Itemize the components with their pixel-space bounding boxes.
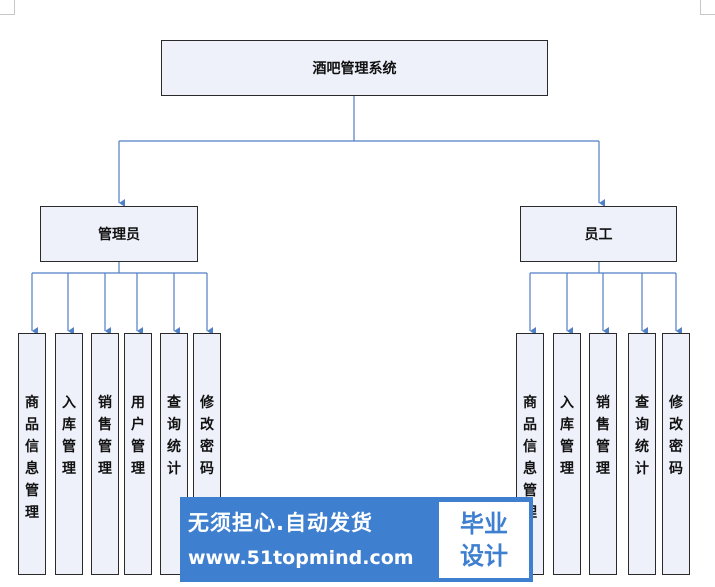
module-node-label: 销售管理	[596, 395, 610, 477]
module-node: 入库管理	[55, 333, 83, 575]
role-node-staff: 员工	[520, 206, 677, 262]
role-node-staff-label: 员工	[584, 227, 613, 243]
watermark-slogan: 无须担心.自动发货	[188, 510, 373, 535]
watermark-text-block: 无须担心.自动发货 www.51topmind.com	[180, 507, 439, 573]
module-node-label: 修改密码	[200, 395, 214, 477]
module-node-label: 入库管理	[62, 395, 76, 477]
root-node: 酒吧管理系统	[161, 40, 548, 96]
root-node-label: 酒吧管理系统	[312, 61, 397, 77]
module-node-label: 用户管理	[131, 395, 145, 477]
module-node: 销售管理	[91, 333, 119, 575]
page-corner-mark-right	[700, 0, 715, 15]
module-node-label: 入库管理	[560, 395, 574, 477]
module-node-label: 销售管理	[98, 395, 112, 477]
module-node: 修改密码	[662, 333, 690, 575]
module-node: 商品信息管理	[18, 333, 46, 575]
module-node-label: 查询统计	[167, 395, 181, 477]
watermark-badge-line1: 毕业	[460, 509, 508, 538]
watermark-badge: 毕业 设计	[439, 501, 529, 578]
watermark-badge-line2: 设计	[460, 541, 508, 570]
module-node: 销售管理	[589, 333, 617, 575]
module-node-label: 修改密码	[669, 395, 683, 477]
module-node: 用户管理	[124, 333, 152, 575]
module-node: 查询统计	[628, 333, 656, 575]
watermark-url: www.51topmind.com	[188, 546, 414, 569]
page-corner-mark-left	[0, 0, 15, 15]
module-node-label: 查询统计	[635, 395, 649, 477]
role-node-admin: 管理员	[40, 206, 198, 262]
module-node-label: 商品信息管理	[25, 395, 39, 521]
watermark-banner: 无须担心.自动发货 www.51topmind.com 毕业 设计	[180, 497, 533, 582]
module-node: 入库管理	[553, 333, 581, 575]
role-node-admin-label: 管理员	[98, 227, 140, 243]
